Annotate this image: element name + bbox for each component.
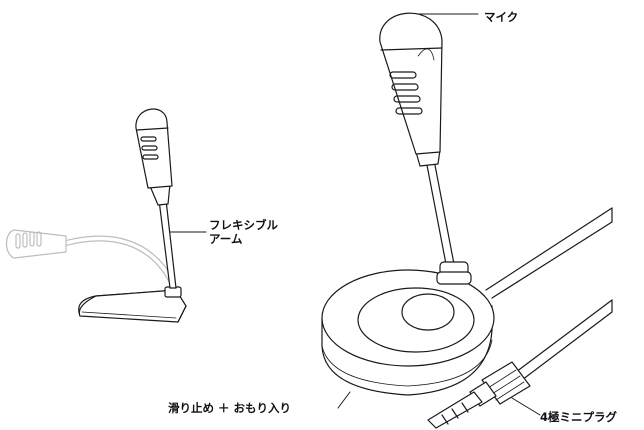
label-flexible-arm-line1: フレキシブル bbox=[209, 218, 278, 232]
label-flexible-arm: フレキシブル アーム bbox=[209, 218, 278, 247]
leader-lines bbox=[169, 13, 541, 416]
label-base: 滑り止め ＋ おもり入り bbox=[168, 401, 292, 415]
label-flexible-arm-line2: アーム bbox=[209, 232, 243, 247]
label-plug: 4極ミニプラグ bbox=[540, 410, 618, 424]
small-mic-upright bbox=[135, 108, 182, 298]
large-mic-head bbox=[379, 12, 443, 167]
label-microphone: マイク bbox=[484, 10, 519, 24]
mini-plug bbox=[427, 361, 531, 429]
small-mic-base bbox=[78, 289, 187, 323]
plug-cable bbox=[511, 299, 613, 384]
large-mic-gooseneck bbox=[425, 159, 472, 285]
ghost-bent-microphone bbox=[5, 229, 175, 285]
mic-cable bbox=[485, 207, 613, 299]
large-mic-base bbox=[321, 269, 495, 396]
